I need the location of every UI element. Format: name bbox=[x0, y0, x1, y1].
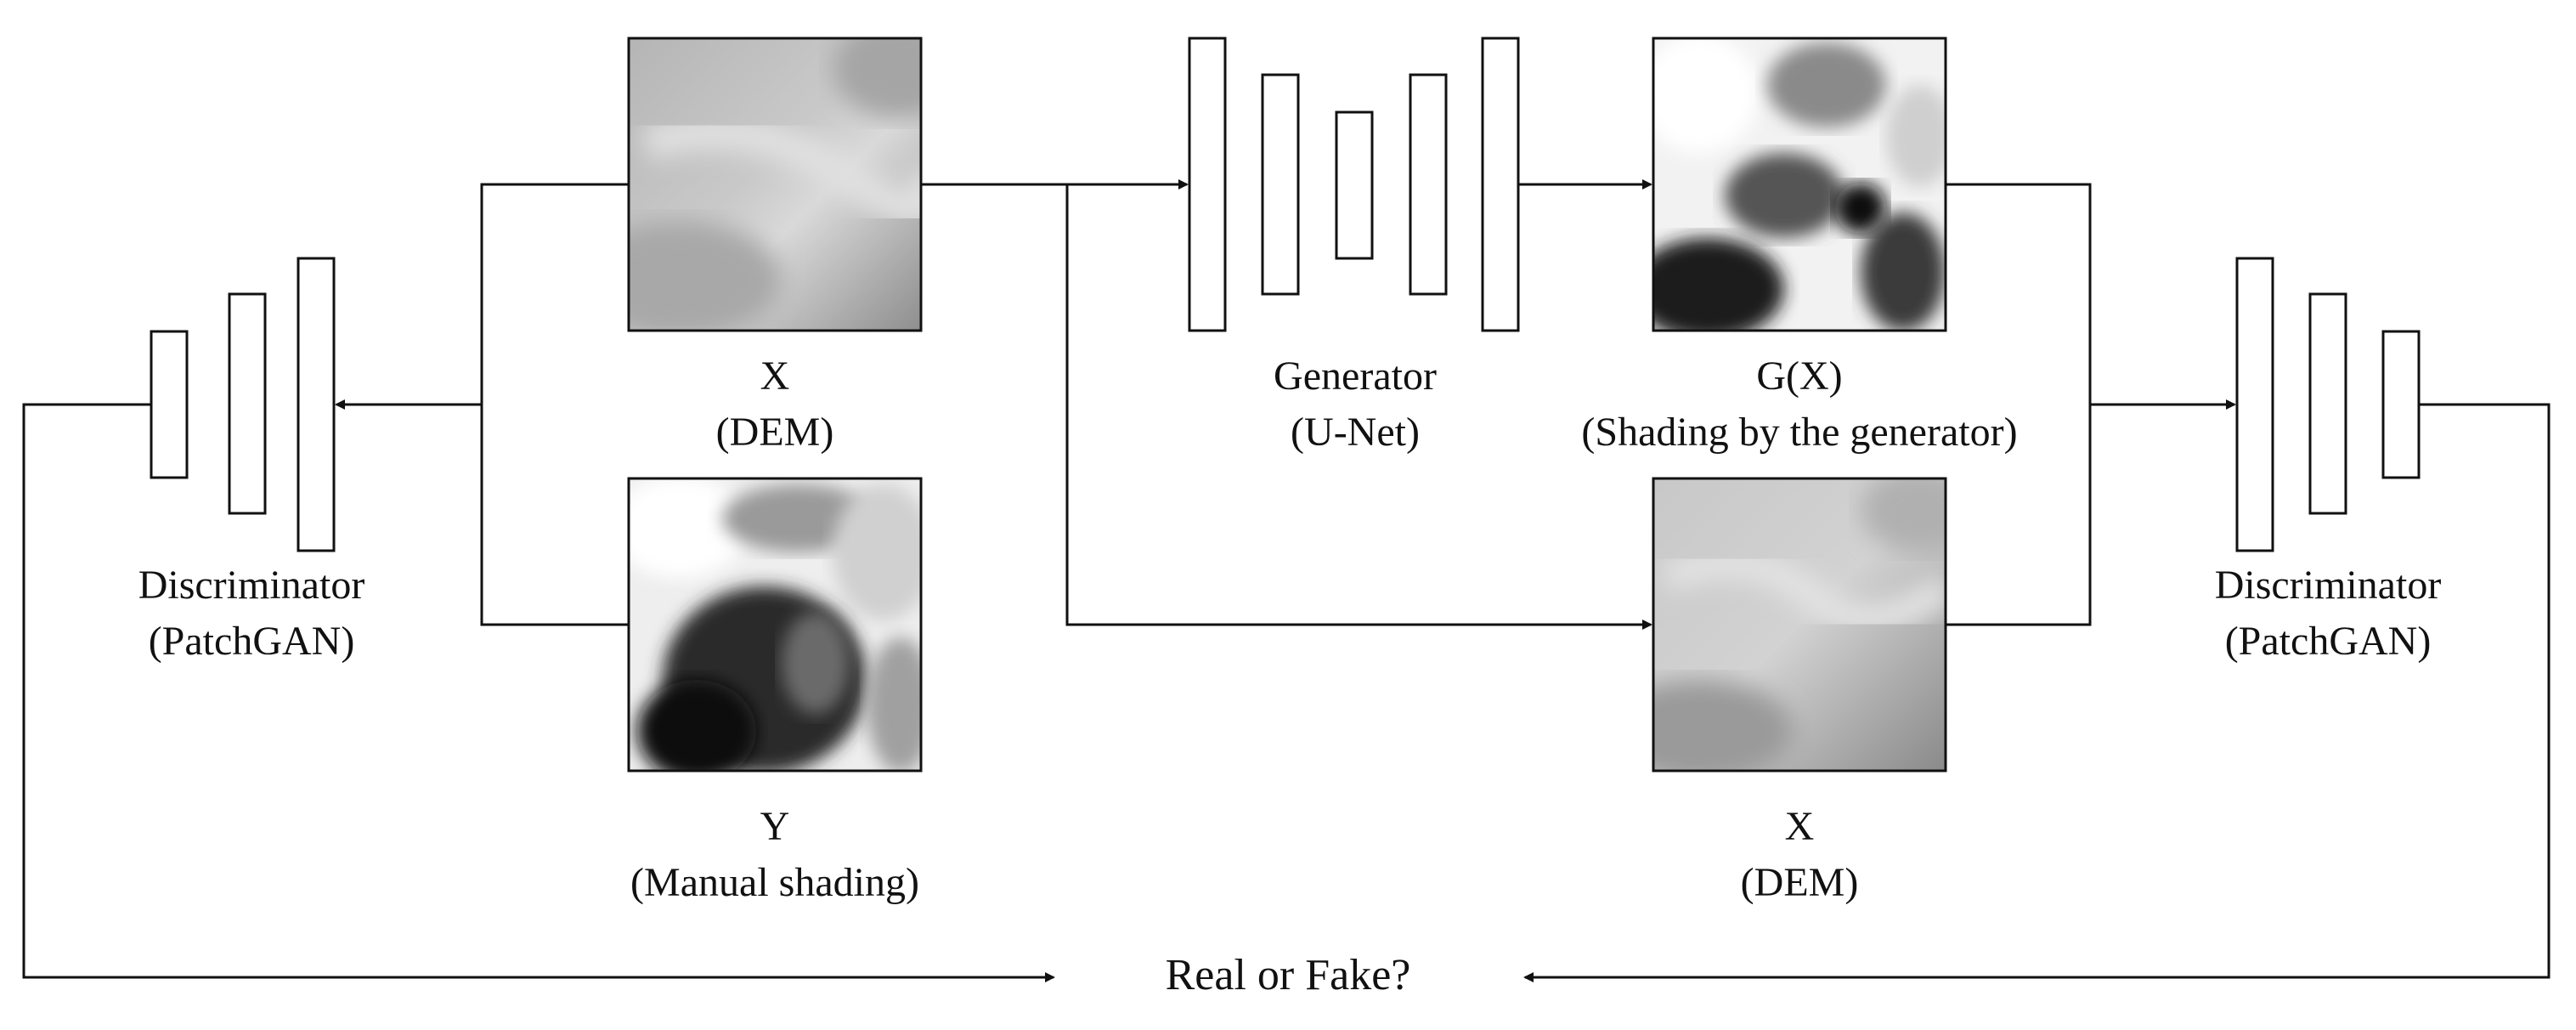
dem-image-bottom bbox=[1652, 477, 1947, 772]
connector-x-to-bracket bbox=[480, 183, 629, 626]
discriminator-right bbox=[2235, 257, 2421, 552]
disc-left-block-2 bbox=[228, 292, 267, 515]
manual-shading-name: Y bbox=[760, 804, 790, 849]
arrow-left-disc-to-output bbox=[22, 403, 1055, 982]
discriminator-left-name: Discriminator bbox=[138, 563, 365, 608]
disc-right-block-2 bbox=[2308, 292, 2347, 515]
unet-block-4 bbox=[1409, 73, 1448, 296]
discriminator-right-label: Discriminator (PatchGAN) bbox=[2215, 557, 2442, 670]
discriminator-left bbox=[150, 257, 336, 552]
dem-bottom-desc: (DEM) bbox=[1740, 860, 1859, 905]
generated-shading-name: G(X) bbox=[1756, 354, 1843, 399]
generated-shading-label: G(X) (Shading by the generator) bbox=[1581, 348, 2017, 461]
dem-top-label: X (DEM) bbox=[716, 348, 834, 461]
discriminator-left-desc: (PatchGAN) bbox=[148, 619, 355, 664]
unet-block-3 bbox=[1335, 110, 1374, 260]
disc-right-block-3 bbox=[2381, 330, 2421, 479]
generator-label: Generator (U-Net) bbox=[1274, 348, 1437, 461]
real-or-fake-label: Real or Fake? bbox=[1165, 951, 1411, 999]
dem-top-name: X bbox=[760, 354, 790, 399]
connectors bbox=[22, 179, 2551, 982]
disc-left-block-1 bbox=[150, 330, 189, 479]
arrow-right-disc-to-output bbox=[1523, 403, 2551, 982]
generator-unet bbox=[1188, 37, 1520, 332]
disc-right-block-1 bbox=[2235, 257, 2274, 552]
generator-desc: (U-Net) bbox=[1291, 410, 1420, 455]
generated-shading-desc: (Shading by the generator) bbox=[1581, 410, 2018, 455]
generator-name: Generator bbox=[1274, 354, 1437, 399]
unet-block-5 bbox=[1481, 37, 1520, 332]
generated-shading-image bbox=[1652, 37, 1947, 332]
discriminator-left-label: Discriminator (PatchGAN) bbox=[138, 557, 365, 670]
unet-block-2 bbox=[1261, 73, 1300, 296]
discriminator-right-name: Discriminator bbox=[2214, 563, 2442, 608]
discriminator-right-desc: (PatchGAN) bbox=[2224, 619, 2432, 664]
dem-top-desc: (DEM) bbox=[715, 410, 834, 455]
manual-shading-desc: (Manual shading) bbox=[630, 860, 919, 905]
dem-bottom-name: X bbox=[1784, 804, 1815, 849]
dem-bottom-label: X (DEM) bbox=[1741, 799, 1859, 911]
disc-left-block-3 bbox=[297, 257, 336, 552]
dem-image-top bbox=[627, 37, 923, 332]
connector-x-to-dem-bottom bbox=[1065, 184, 1652, 630]
manual-shading-image bbox=[627, 477, 923, 772]
unet-block-1 bbox=[1188, 37, 1227, 332]
manual-shading-label: Y (Manual shading) bbox=[630, 799, 919, 911]
